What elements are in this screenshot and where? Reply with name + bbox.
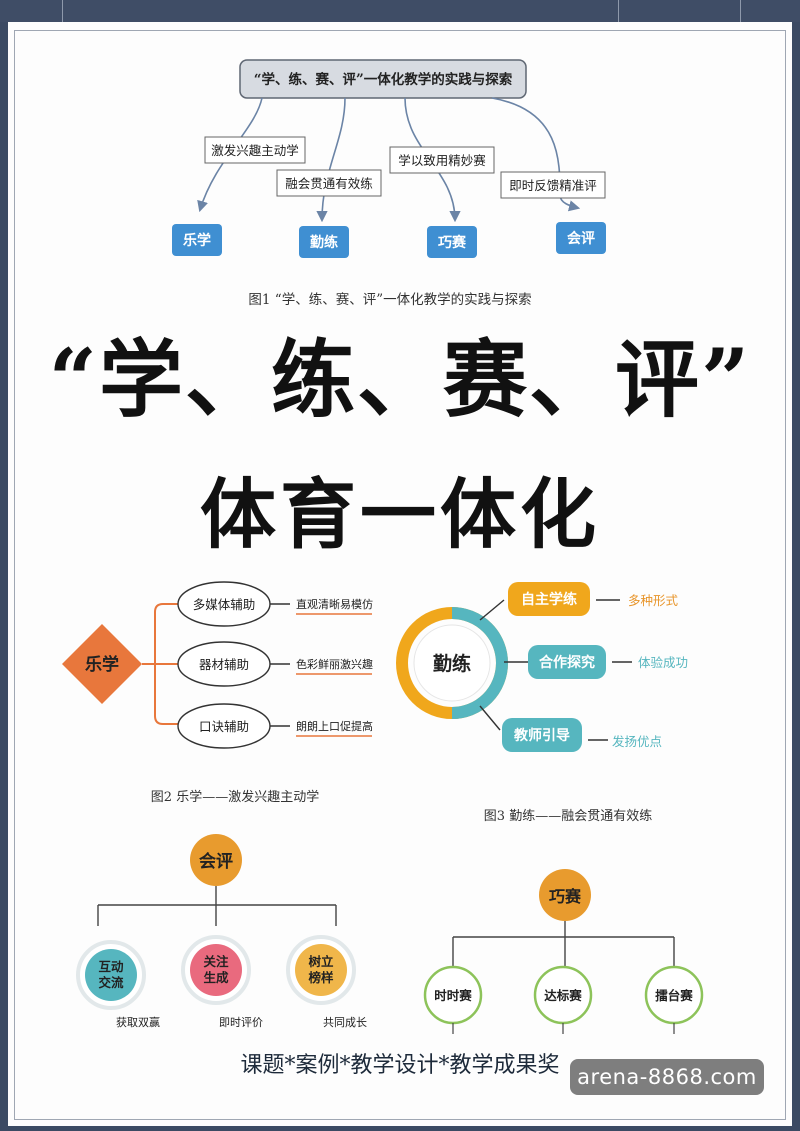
fig3-item-label: 自主学练 xyxy=(521,591,577,608)
fig1-caption: 图1 “学、练、赛、评”一体化教学的实践与探索 xyxy=(248,292,531,308)
fig1-node-label: 乐学 xyxy=(183,232,211,249)
fig1-label-box xyxy=(500,171,606,199)
fig1-node-lexue xyxy=(172,224,222,256)
fig3-connector xyxy=(479,705,501,731)
fig3-item-note: 发扬优点 xyxy=(612,734,662,749)
fig1-label: 学以致用精妙赛 xyxy=(398,153,486,168)
fig4-center-circle xyxy=(190,834,242,886)
fig4-item-note: 获取双赢 xyxy=(116,1015,160,1029)
fig2-bracket xyxy=(142,603,180,725)
fig3-item-label: 合作探究 xyxy=(539,654,595,671)
figure-1: “学、练、赛、评”一体化教学的实践与探索 激发兴趣主动学 融会贯通有效练 学以致… xyxy=(172,59,606,308)
fig2-caption: 图2 乐学——激发兴趣主动学 xyxy=(151,789,319,805)
fig4-item-label-line1: 关注 xyxy=(203,954,229,969)
fig3-item-box xyxy=(502,718,582,752)
sheet-border xyxy=(14,30,786,1120)
fig1-label: 激发兴趣主动学 xyxy=(211,143,299,158)
fig4-item-label-line2: 生成 xyxy=(203,970,229,985)
fig3-item-box xyxy=(508,582,590,616)
fig5-item-label: 擂台赛 xyxy=(655,988,693,1003)
fig5-item-label: 时时赛 xyxy=(434,988,472,1003)
fig2-item-label: 口诀辅助 xyxy=(199,719,249,734)
fig1-node-label: 勤练 xyxy=(310,234,338,251)
fig4-item-label-line1: 互动 xyxy=(98,959,124,974)
fig4-item-label-line1: 树立 xyxy=(308,954,334,969)
fig3-center-circle xyxy=(413,624,491,702)
fig3-item-label: 教师引导 xyxy=(514,727,570,744)
watermark: arena-8868.com xyxy=(570,1059,764,1095)
fig2-item-label: 多媒体辅助 xyxy=(193,597,256,612)
fig3-caption: 图3 勤练——融会贯通有效练 xyxy=(484,809,652,824)
top-bar xyxy=(0,0,800,22)
figure-5: 巧赛 时时赛 达标赛 擂台赛 xyxy=(423,869,704,1034)
fig4-item-label-line2: 榜样 xyxy=(308,970,334,985)
fig2-item-note: 朗朗上口促提高 xyxy=(296,719,373,733)
fig3-item-note: 体验成功 xyxy=(638,655,688,670)
footer-text: 课题*案例*教学设计*教学成果奖 xyxy=(240,1053,560,1078)
fig4-center-label: 会评 xyxy=(199,851,233,872)
fig4-tree-lines xyxy=(97,886,337,926)
fig5-tree-lines xyxy=(452,921,675,970)
fig4-item-label-line2: 交流 xyxy=(98,975,124,990)
figure-4: 会评 互动 交流 关注 生成 树立 榜样 获取双赢 即时评价 共同成长 xyxy=(76,834,367,1029)
fig1-arrow xyxy=(316,97,346,223)
document-sheet xyxy=(8,22,792,1126)
fig3-ring-accent xyxy=(451,607,508,719)
fig1-node-label: 巧赛 xyxy=(438,234,467,251)
fig4-item-note: 即时评价 xyxy=(219,1016,263,1029)
fig5-center-circle xyxy=(539,869,591,921)
headline-line1: “学、练、赛、评” xyxy=(48,330,752,429)
fig2-center-label: 乐学 xyxy=(85,654,119,675)
figure-3: 勤练 自主学练 合作探究 教师引导 多种形式 体验成功 发扬优点 图3 勤练——… xyxy=(396,582,688,824)
fig5-item-label: 达标赛 xyxy=(544,988,582,1003)
fig2-item-note: 色彩鲜丽激兴趣 xyxy=(296,657,373,671)
fig1-node-label: 会评 xyxy=(567,230,595,247)
fig3-connector xyxy=(479,599,505,621)
top-bar-divider xyxy=(740,0,741,22)
fig4-item-circle xyxy=(295,944,347,996)
headline-line2: 体育一体化 xyxy=(200,470,600,559)
fig1-label: 即时反馈精准评 xyxy=(509,178,597,193)
top-bar-divider xyxy=(62,0,63,22)
fig1-node-qinlian xyxy=(299,226,349,258)
fig1-label: 融会贯通有效练 xyxy=(285,176,373,191)
fig1-label-box xyxy=(204,136,306,164)
fig4-item-circle xyxy=(190,944,242,996)
fig3-center-label: 勤练 xyxy=(433,652,471,675)
figure-2: 乐学 多媒体辅助 器材辅助 口诀辅助 直观清晰易模仿 色彩鲜丽激兴趣 朗朗上口促… xyxy=(62,581,373,805)
fig2-center-diamond xyxy=(62,624,142,704)
fig4-item-note: 共同成长 xyxy=(323,1016,367,1029)
fig1-title: “学、练、赛、评”一体化教学的实践与探索 xyxy=(254,71,513,88)
fig1-label-box xyxy=(389,146,495,174)
fig5-center-label: 巧赛 xyxy=(549,887,582,906)
fig2-item-label: 器材辅助 xyxy=(199,657,249,672)
fig1-label-box xyxy=(276,169,382,197)
fig3-item-note: 多种形式 xyxy=(628,593,679,608)
fig1-node-qiaosai xyxy=(427,226,477,258)
fig2-item-note: 直观清晰易模仿 xyxy=(296,597,373,611)
fig1-title-box xyxy=(239,59,527,99)
fig4-item-circle xyxy=(85,949,137,1001)
fig1-node-huiping xyxy=(556,222,606,254)
top-bar-divider xyxy=(618,0,619,22)
fig3-item-box xyxy=(528,645,606,679)
